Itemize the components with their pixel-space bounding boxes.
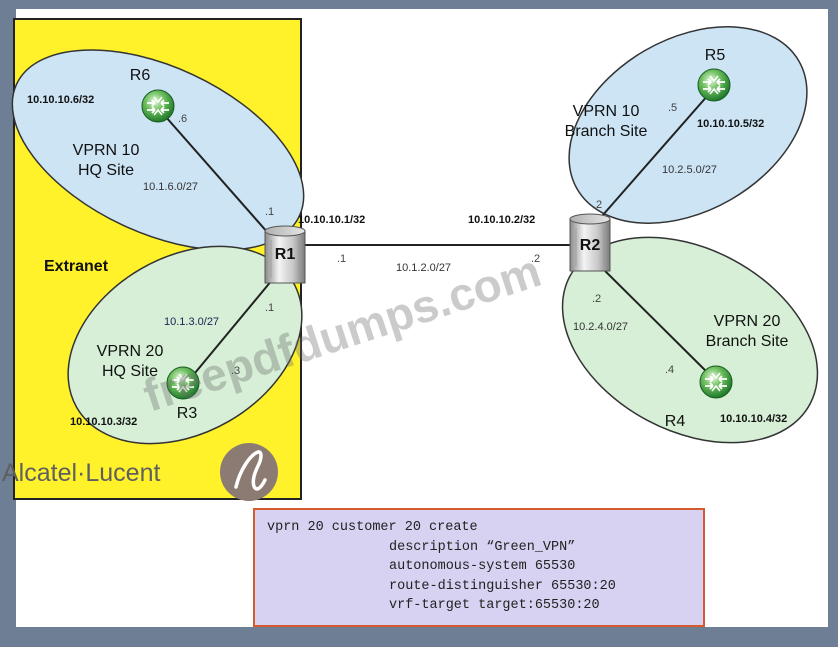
octet-r1-to-r2: .1 [337, 253, 346, 265]
loopback-r4: 10.10.10.4/32 [720, 413, 787, 425]
config-snippet: vprn 20 customer 20 create description “… [253, 508, 705, 627]
site-label-hq10: VPRN 10 HQ Site [73, 142, 140, 179]
config-line: vrf-target target:65530:20 [389, 598, 600, 613]
subnet-r2-r5: 10.2.5.0/27 [662, 164, 717, 176]
vendor-logo-icon [220, 443, 278, 501]
router-r2: R2 [569, 213, 611, 272]
link-r1-r3 [184, 267, 283, 386]
octet-r6: .6 [178, 113, 187, 125]
loopback-r1: 10.10.10.1/32 [298, 214, 365, 226]
svg-text:VPRN 20: VPRN 20 [97, 343, 164, 360]
octet-r2-to-r1: .2 [531, 253, 540, 265]
site-hq-vprn10 [11, 49, 305, 251]
config-line: autonomous-system 65530 [389, 559, 576, 574]
site-branch-vprn10 [568, 26, 808, 224]
svg-text:VPRN 10: VPRN 10 [573, 103, 640, 120]
router-r1-label: R1 [275, 246, 296, 263]
subnet-r1-r6: 10.1.6.0/27 [143, 181, 198, 193]
link-r2-r4 [591, 257, 717, 382]
vendor-logo: Alcatel·Lucent [2, 443, 278, 501]
svg-text:Branch Site: Branch Site [565, 123, 648, 140]
router-r6-icon [141, 89, 175, 123]
router-r1: R1 [264, 225, 306, 284]
loopback-r6: 10.10.10.6/32 [27, 94, 94, 106]
subnet-r2-r4: 10.2.4.0/27 [573, 321, 628, 333]
link-r2-r5 [587, 85, 717, 233]
loopback-r5: 10.10.10.5/32 [697, 118, 764, 130]
config-line: description “Green_VPN” [389, 539, 576, 555]
octet-r1-to-r6: .1 [265, 206, 274, 218]
router-r6-label: R6 [130, 67, 151, 84]
octet-r1-to-r3: .1 [265, 302, 274, 314]
loopback-r3: 10.10.10.3/32 [70, 416, 137, 428]
router-r5-icon [697, 68, 731, 102]
subnet-r1-r2: 10.1.2.0/27 [396, 262, 451, 274]
vendor-logo-text: Alcatel·Lucent [2, 459, 160, 487]
router-r4-label: R4 [665, 413, 686, 430]
svg-text:HQ Site: HQ Site [102, 363, 158, 380]
svg-text:VPRN 20: VPRN 20 [714, 313, 781, 330]
svg-text:HQ Site: HQ Site [78, 162, 134, 179]
site-label-branch10: VPRN 10 Branch Site [565, 103, 648, 140]
site-label-hq20: VPRN 20 HQ Site [97, 343, 164, 380]
octet-r4: .4 [665, 364, 674, 376]
octet-r2-to-r4: .2 [592, 293, 601, 305]
octet-r2-to-r5: .2 [593, 199, 602, 211]
router-r3-label: R3 [177, 405, 198, 422]
config-line: vprn 20 customer 20 create [267, 520, 478, 535]
router-r4-icon [699, 365, 733, 399]
router-r5-label: R5 [705, 47, 726, 64]
config-line: route-distinguisher 65530:20 [389, 578, 616, 594]
svg-text:VPRN 10: VPRN 10 [73, 142, 140, 159]
octet-r3: .3 [231, 365, 240, 377]
octet-r5: .5 [668, 102, 677, 114]
router-r2-label: R2 [580, 237, 601, 254]
site-label-branch20: VPRN 20 Branch Site [706, 313, 789, 350]
site-branch-vprn20 [561, 236, 819, 444]
link-r6-r1 [157, 107, 284, 251]
loopback-r2: 10.10.10.2/32 [468, 214, 535, 226]
svg-text:Branch Site: Branch Site [706, 333, 789, 350]
extranet-label: Extranet [44, 258, 109, 275]
subnet-r1-r3: 10.1.3.0/27 [164, 316, 219, 328]
